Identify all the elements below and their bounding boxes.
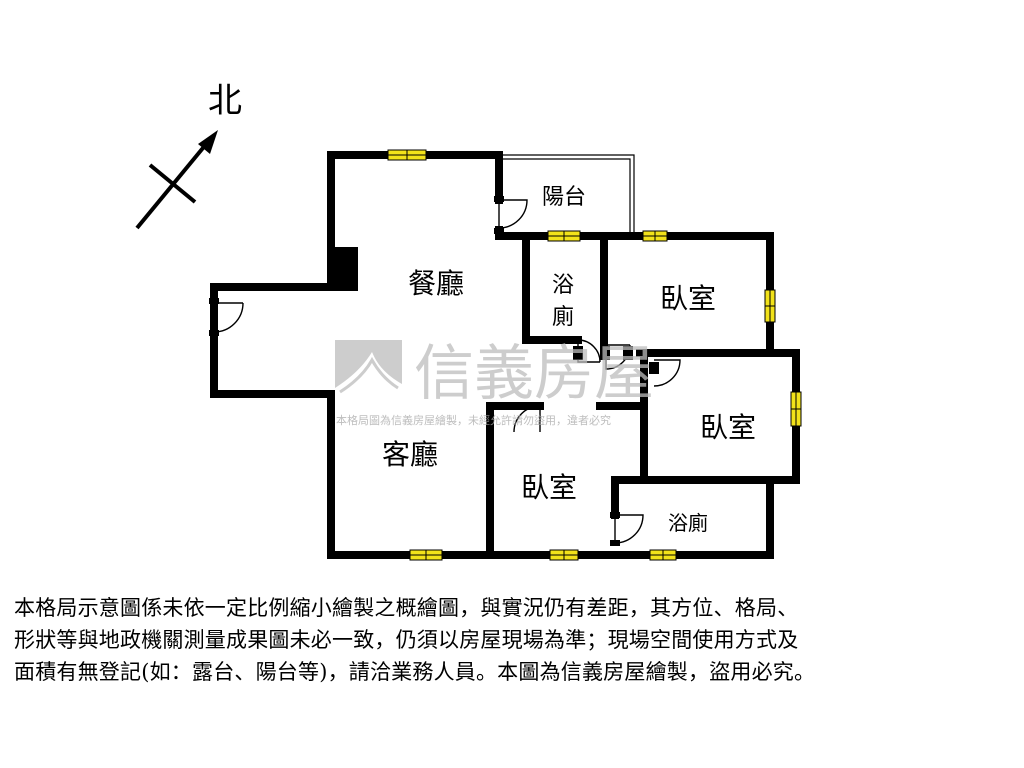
disclaimer-text: 本格局示意圖係未依一定比例縮小繪製之概繪圖，與實況仍有差距，其方位、格局、 形狀… — [14, 592, 1014, 688]
door-bedroom-mid — [653, 359, 681, 387]
compass-cross-line — [148, 163, 197, 204]
compass-arrow-head — [198, 130, 218, 154]
balcony-outline-inner — [500, 158, 631, 232]
disclaimer-line-2: 形狀等與地政機關測量成果圖未必一致，仍須以房屋現場為準；現場空間使用方式及 — [14, 628, 799, 652]
room-label-bedroom-top: 臥室 — [660, 282, 716, 315]
compass-north-label: 北 — [208, 81, 242, 121]
room-label-bath1-line2: 廁 — [552, 305, 574, 330]
watermark-logo-icon — [335, 340, 402, 400]
disclaimer-line-1: 本格局示意圖係未依一定比例縮小繪製之概繪圖，與實況仍有差距，其方位、格局、 — [14, 596, 799, 620]
room-label-dining: 餐廳 — [408, 267, 464, 300]
structural-column — [334, 247, 358, 291]
north-compass: 北 — [135, 81, 242, 230]
watermark-brand: 信義房屋 — [414, 339, 654, 409]
room-label-bath1-line1: 浴 — [552, 273, 574, 298]
bath1-wall — [522, 232, 582, 344]
door-balcony — [498, 199, 528, 230]
room-label-bath2: 浴廁 — [668, 511, 708, 535]
room-label-balcony: 陽台 — [542, 185, 586, 210]
room-label-bedroom-mid: 臥室 — [700, 411, 756, 444]
bottom-bedroom-left-wall — [486, 402, 544, 559]
floor-plan: 北 — [135, 81, 802, 561]
outer-wall-left-top — [210, 151, 503, 559]
balcony-outline — [500, 154, 635, 232]
disclaimer-line-3: 面積有無登記(如：露台、陽台等)，請洽業務人員。本圖為信義房屋繪製，盜用必究。 — [14, 660, 816, 684]
window-sash-lines — [388, 150, 801, 560]
watermark-notice: 本格局圖為信義房屋繪製，未經允許請勿盜用，違者必究 — [336, 413, 611, 427]
watermark: 信義房屋 本格局圖為信義房屋繪製，未經允許請勿盜用，違者必究 — [335, 339, 654, 427]
compass-arrow-line — [135, 135, 214, 230]
door-entrance — [213, 302, 244, 333]
door-jambs — [209, 196, 659, 546]
room-label-living: 客廳 — [382, 438, 438, 471]
room-label-bedroom-bottom: 臥室 — [521, 471, 577, 504]
door-bedroom-bottom — [513, 405, 541, 433]
outer-wall-right-bottom — [327, 349, 800, 559]
outer-wall-top-right — [495, 226, 774, 357]
